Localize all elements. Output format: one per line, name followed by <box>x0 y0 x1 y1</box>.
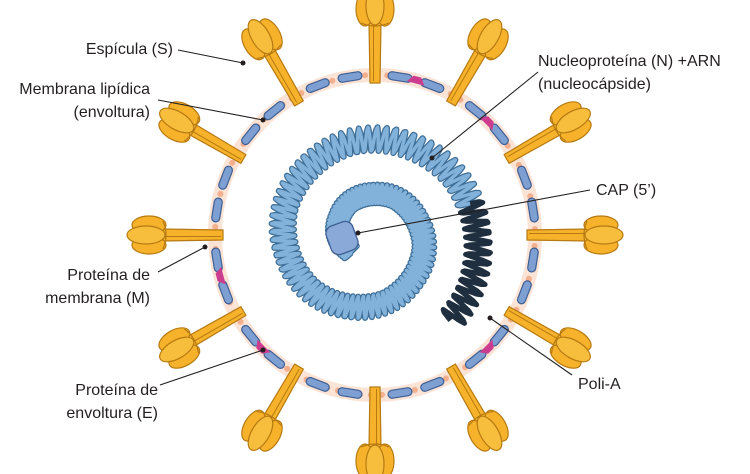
label-m-protein-line1: Proteína de <box>67 267 150 284</box>
poly-a-tail <box>440 199 493 326</box>
label-e-protein-line1: Proteína de <box>75 382 158 399</box>
label-poly-a: Poli-A <box>578 376 621 393</box>
label-spike: Espícula (S) <box>86 41 173 58</box>
leader-lines <box>157 49 591 386</box>
label-nucleoprotein-line1: Nucleoproteína (N) +ARN <box>538 53 721 70</box>
label-e-protein-line2: envoltura (E) <box>66 405 158 422</box>
label-cap: CAP (5’) <box>596 182 656 199</box>
label-membrane-line1: Membrana lipídica <box>19 81 150 98</box>
cap-5-prime-icon <box>325 220 359 256</box>
label-m-protein-line2: membrana (M) <box>45 290 150 307</box>
label-membrane-line2: (envoltura) <box>74 104 150 121</box>
label-nucleoprotein-line2: (nucleocápside) <box>538 76 651 93</box>
spike-proteins <box>126 0 624 474</box>
nucleocapsid-rna <box>268 124 482 321</box>
